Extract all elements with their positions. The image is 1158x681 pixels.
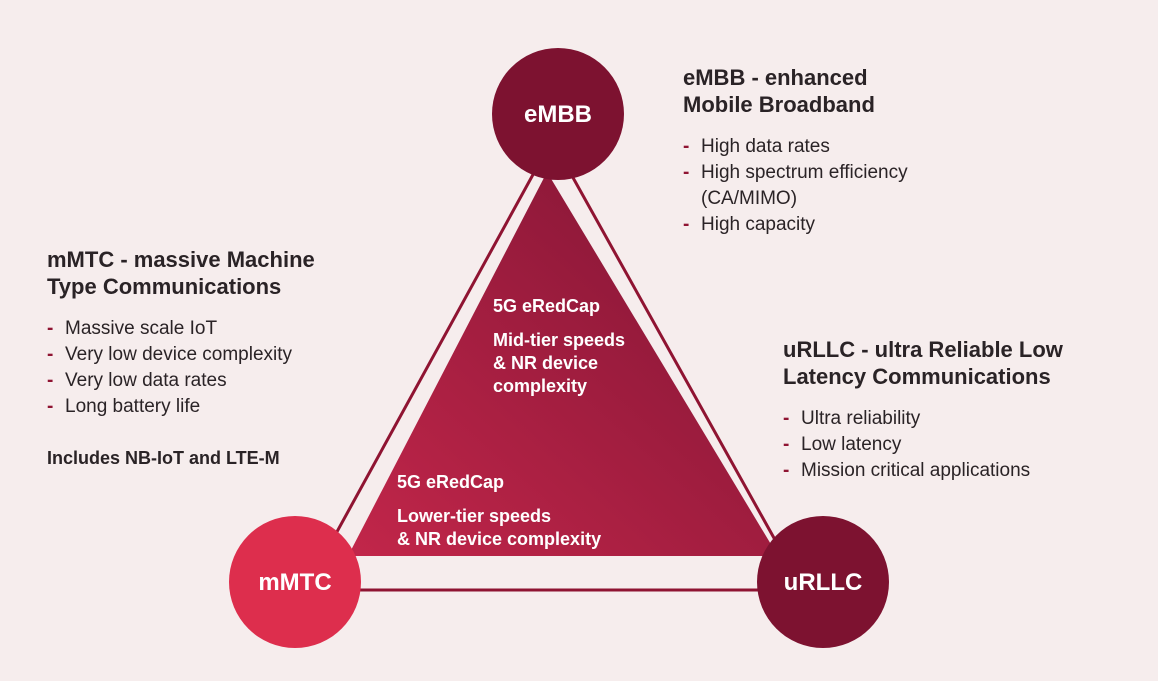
list-item-text: High capacity (701, 214, 816, 235)
list-item-text: Very low data rates (65, 370, 227, 391)
dash-bullet: - (47, 344, 54, 365)
embb-title-line: Mobile Broadband (683, 92, 875, 117)
list-item: -Ultra reliability (783, 406, 1063, 432)
mmtc-panel-title: mMTC - massive Machine Type Communicatio… (47, 246, 315, 300)
embb-node-label: eMBB (523, 101, 592, 128)
list-item: -Long battery life (47, 394, 315, 420)
list-item: -Very low data rates (47, 368, 315, 394)
inner-triangle (348, 172, 778, 556)
outer-triangle-outline (302, 136, 806, 592)
list-item-text: Mission critical applications (801, 460, 1031, 481)
mmtc-node-label: mMTC (258, 569, 332, 596)
list-item: -Massive scale IoT (47, 316, 315, 342)
dash-bullet: - (47, 396, 54, 417)
embb-panel: eMBB - enhanced Mobile Broadband - High … (683, 64, 908, 238)
mid-tier-line: complexity (493, 376, 588, 396)
list-item: -Low latency (783, 432, 1063, 458)
lower-tier-title: 5G eRedCap (397, 472, 505, 492)
lower-tier-description: Lower-tier speeds & NR device complexity (397, 505, 601, 551)
mid-tier-line: Mid-tier speeds (493, 330, 626, 350)
list-item-text: Long battery life (65, 396, 201, 417)
list-item: - High capacity (683, 212, 908, 238)
dash-bullet: - (783, 434, 790, 455)
mid-tier-title: 5G eRedCap (493, 296, 601, 316)
mid-tier-description: Mid-tier speeds & NR device complexity (493, 329, 625, 398)
list-item-text: Massive scale IoT (65, 318, 218, 339)
dash-bullet: - (683, 162, 690, 183)
dash-bullet: - (683, 136, 690, 157)
urllc-feature-list: -Ultra reliability -Low latency -Mission… (783, 406, 1063, 484)
urllc-panel: uRLLC - ultra Reliable Low Latency Commu… (783, 336, 1063, 484)
embb-feature-list: - High data rates - High spectrum effici… (683, 134, 908, 238)
mmtc-footnote: Includes NB-IoT and LTE-M (47, 448, 280, 468)
list-item: -Very low device complexity (47, 342, 315, 368)
list-item-text: High data rates (701, 136, 830, 157)
dash-bullet: - (683, 214, 690, 235)
embb-circle (492, 48, 624, 180)
lower-tier-block: 5G eRedCap Lower-tier speeds & NR device… (397, 472, 601, 551)
list-item: - High data rates (683, 134, 908, 160)
list-item-text: Ultra reliability (801, 408, 921, 429)
dash-bullet: - (47, 318, 54, 339)
dash-bullet: - (783, 460, 790, 481)
urllc-title-line: Latency Communications (783, 364, 1051, 389)
lower-tier-line: & NR device complexity (397, 529, 602, 549)
dash-bullet: - (47, 370, 54, 391)
mmtc-title-line: mMTC - massive Machine (47, 247, 315, 272)
list-item-text: Very low device complexity (65, 344, 293, 365)
list-item: -Mission critical applications (783, 458, 1063, 484)
embb-title-line: eMBB - enhanced (683, 65, 868, 90)
list-item-text: High spectrum efficiency (701, 162, 908, 183)
lower-tier-line: Lower-tier speeds (397, 506, 552, 526)
urllc-title-line: uRLLC - ultra Reliable Low (783, 337, 1063, 362)
dash-bullet: - (783, 408, 790, 429)
list-item-text: Low latency (801, 434, 902, 455)
urllc-panel-title: uRLLC - ultra Reliable Low Latency Commu… (783, 336, 1063, 390)
mmtc-panel: mMTC - massive Machine Type Communicatio… (47, 246, 315, 469)
mid-tier-line: & NR device (493, 353, 599, 373)
list-item: - High spectrum efficiency (CA/MIMO) (683, 160, 908, 212)
list-item-text-continued: (CA/MIMO) (701, 188, 798, 209)
urllc-node-label: uRLLC (783, 569, 863, 596)
mmtc-circle (229, 516, 361, 648)
embb-panel-title: eMBB - enhanced Mobile Broadband (683, 64, 908, 118)
mmtc-feature-list: -Massive scale IoT -Very low device comp… (47, 316, 315, 420)
urllc-circle (757, 516, 889, 648)
mmtc-title-line: Type Communications (47, 274, 282, 299)
mid-tier-block: 5G eRedCap Mid-tier speeds & NR device c… (493, 296, 625, 398)
